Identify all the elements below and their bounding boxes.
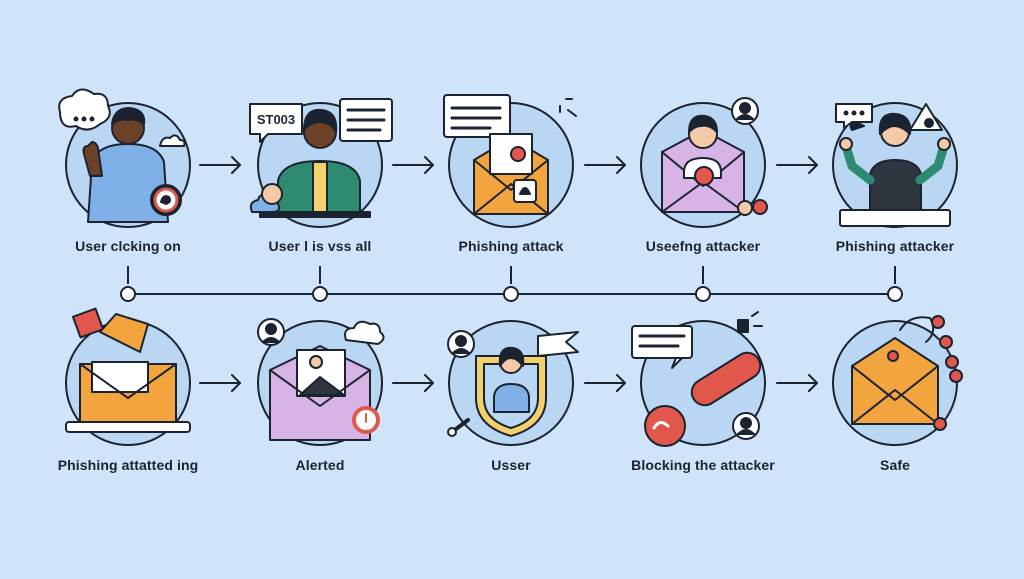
- step-label-safe: Safe: [880, 457, 910, 473]
- user-waving-icon: [58, 88, 191, 228]
- arrow-right-icon: [199, 374, 241, 392]
- step-label-phishing-attacked: Phishing attatted ing: [57, 457, 199, 473]
- attacker-hands-up-icon: [832, 102, 958, 228]
- arrow-right-icon: [584, 156, 626, 174]
- arrow-right-icon: [776, 374, 818, 392]
- step-label-phishing-attacker: Phishing attacker: [835, 238, 955, 254]
- arrow-right-icon: [776, 156, 818, 174]
- arrow-right-icon: [199, 156, 241, 174]
- user-in-envelope-icon: [640, 97, 768, 228]
- blocking-bar-icon: [631, 311, 766, 447]
- user-shield-icon: [447, 320, 579, 446]
- step-label-user: Usser: [491, 457, 531, 473]
- step-label-phishing-attack: Phishing attack: [458, 238, 564, 254]
- laptop-envelope-icon: [65, 307, 191, 446]
- timeline-node-4: [695, 266, 711, 302]
- step-label-user-visits: User l is vss all: [268, 238, 372, 254]
- arrow-right-icon: [584, 374, 626, 392]
- timeline-connector: [120, 266, 903, 302]
- step-label-blocking: Blocking the attacker: [631, 457, 775, 473]
- timeline-node-2: [312, 266, 328, 302]
- step-label-alerted: Alerted: [295, 457, 345, 473]
- arrows-bottom: [199, 374, 818, 392]
- arrow-right-icon: [392, 374, 434, 392]
- timeline-node-3: [503, 266, 519, 302]
- open-envelope-bug-icon: [443, 94, 577, 228]
- timeline-node-5: [887, 266, 903, 302]
- purple-envelope-alert-icon: [257, 318, 385, 446]
- safe-envelope-icon: [832, 315, 963, 446]
- user-speech-sto03-icon: ST003: [249, 98, 393, 228]
- arrow-right-icon: [392, 156, 434, 174]
- speech-bubble-text: ST003: [257, 112, 295, 127]
- step-label-user-clicking: User clcking on: [75, 238, 181, 254]
- step-label-user-attacker: Useefng attacker: [645, 238, 761, 254]
- arrows-top: [199, 156, 818, 174]
- timeline-node-1: [120, 266, 136, 302]
